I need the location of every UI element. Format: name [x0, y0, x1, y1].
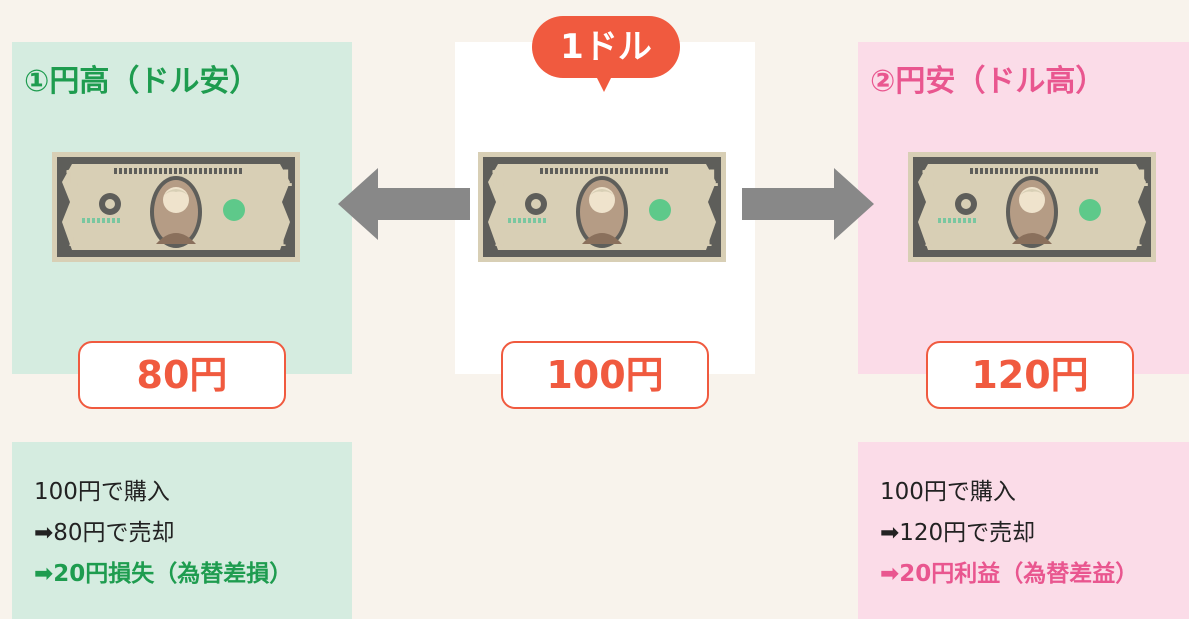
gain-result-line: ➡20円利益（為替差益） [880, 561, 1139, 587]
arrow-right-icon [742, 168, 874, 240]
loss-result-line: ➡20円損失（為替差損） [34, 561, 293, 587]
svg-text:1: 1 [494, 235, 502, 249]
price-80-yen: 80円 [78, 341, 286, 409]
svg-text:1: 1 [68, 235, 76, 249]
gain-explanation: 100円で購入 ➡120円で売却 ➡20円利益（為替差益） [858, 442, 1189, 619]
svg-text:1: 1 [704, 167, 719, 192]
svg-text:1: 1 [278, 167, 293, 192]
svg-text:1: 1 [920, 167, 935, 192]
svg-text:1: 1 [924, 235, 932, 249]
price-100-yen: 100円 [501, 341, 709, 409]
dollar-bill-icon: 1 1 1 1 [52, 152, 300, 262]
dollar-bill-icon: 1 1 1 1 [908, 152, 1156, 262]
svg-text:1: 1 [278, 235, 286, 249]
sale-line: ➡80円で売却 [34, 520, 175, 546]
svg-text:1: 1 [1134, 167, 1149, 192]
price-120-yen: 120円 [926, 341, 1134, 409]
purchase-line: 100円で購入 [880, 479, 1016, 505]
yen-appreciation-title: ①円高（ドル安） [24, 64, 260, 99]
loss-explanation: 100円で購入 ➡80円で売却 ➡20円損失（為替差損） [12, 442, 352, 619]
sale-line: ➡120円で売却 [880, 520, 1036, 546]
dollar-bill-icon: 1 1 1 1 [478, 152, 726, 262]
arrow-left-icon [338, 168, 470, 240]
svg-text:1: 1 [704, 235, 712, 249]
yen-depreciation-title: ②円安（ドル高） [870, 64, 1106, 99]
svg-text:1: 1 [490, 167, 505, 192]
svg-text:1: 1 [64, 167, 79, 192]
purchase-line: 100円で購入 [34, 479, 170, 505]
one-dollar-bubble: 1ドル [532, 16, 680, 78]
svg-text:1: 1 [1134, 235, 1142, 249]
bubble-tail [596, 76, 612, 92]
